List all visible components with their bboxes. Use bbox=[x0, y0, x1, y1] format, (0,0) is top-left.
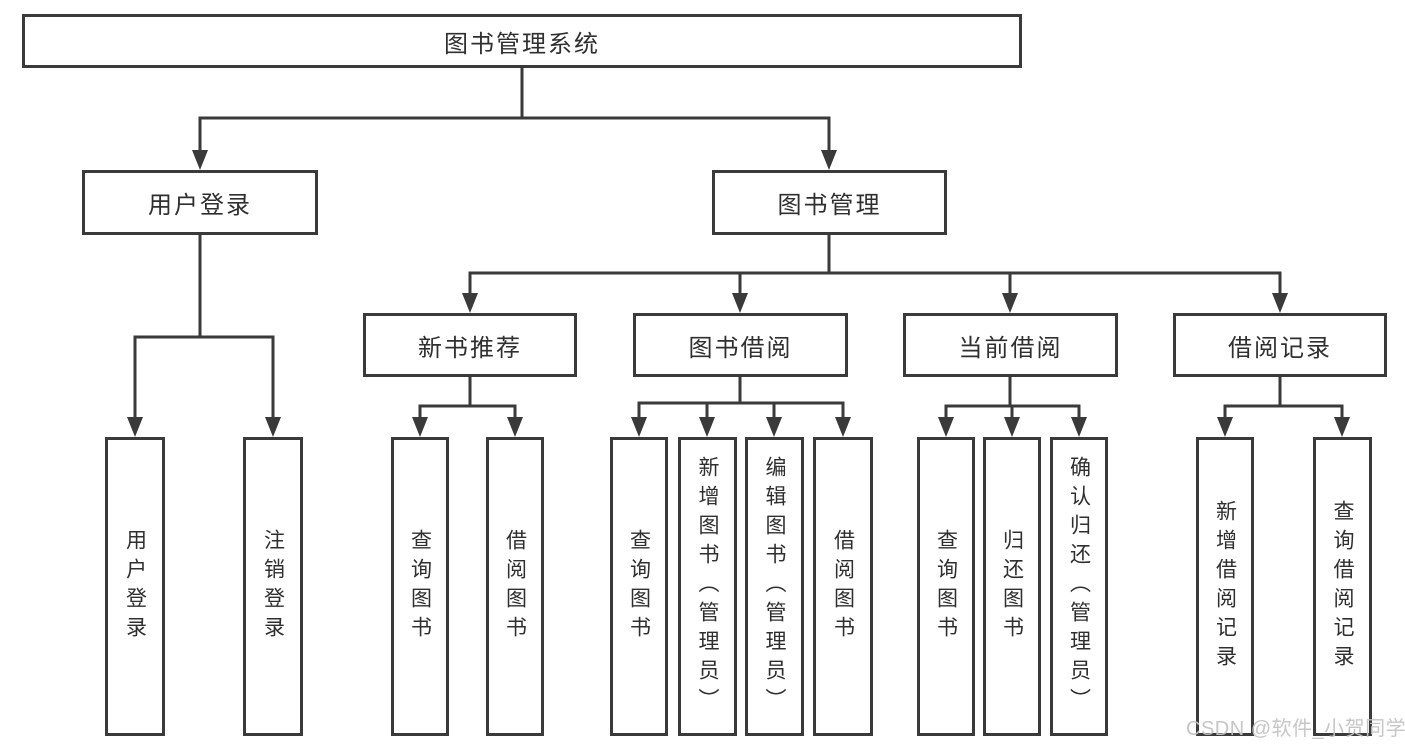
node-new-book-recommend: 新书推荐 bbox=[363, 313, 577, 377]
leaf-cb-query-books: 查询图书 bbox=[917, 437, 975, 736]
node-book-borrow: 图书借阅 bbox=[633, 313, 848, 377]
leaf-bb-borrow-books: 借阅图书 bbox=[813, 437, 873, 736]
node-label: 用户登录 bbox=[148, 192, 252, 219]
leaf-label: 查询借阅记录 bbox=[1331, 499, 1354, 674]
csdn-watermark: CSDN @软件_小贺同学 bbox=[1186, 718, 1405, 740]
node-label: 图书借阅 bbox=[688, 334, 793, 362]
leaf-label: 确认归还（管理员） bbox=[1067, 456, 1091, 717]
leaf-label: 用户登录 bbox=[123, 528, 147, 645]
node-library-system-root: 图书管理系统 bbox=[22, 14, 1022, 68]
node-current-borrow: 当前借阅 bbox=[903, 313, 1118, 377]
node-label: 图书管理系统 bbox=[444, 30, 600, 58]
leaf-bb-query-books: 查询图书 bbox=[610, 437, 668, 736]
leaf-label: 查询图书 bbox=[934, 528, 958, 645]
leaf-nb-query-books: 查询图书 bbox=[391, 437, 449, 736]
leaf-cb-confirm-return-admin: 确认归还（管理员） bbox=[1050, 437, 1108, 736]
node-label: 当前借阅 bbox=[958, 334, 1063, 362]
node-label: 借阅记录 bbox=[1228, 334, 1332, 362]
leaf-br-query-borrow-record: 查询借阅记录 bbox=[1313, 437, 1372, 736]
leaf-nb-borrow-books: 借阅图书 bbox=[486, 437, 544, 736]
leaf-label: 查询图书 bbox=[408, 528, 432, 645]
leaf-label: 注销登录 bbox=[261, 528, 285, 645]
leaf-label: 新增借阅记录 bbox=[1213, 499, 1237, 674]
leaf-cb-return-books: 归还图书 bbox=[983, 437, 1041, 736]
leaf-bb-edit-books-admin: 编辑图书（管理员） bbox=[745, 437, 804, 736]
node-label: 图书管理 bbox=[777, 192, 882, 219]
leaf-bb-add-books-admin: 新增图书（管理员） bbox=[678, 437, 737, 736]
node-borrow-records: 借阅记录 bbox=[1173, 313, 1387, 377]
leaf-br-add-borrow-record: 新增借阅记录 bbox=[1196, 437, 1254, 736]
leaf-label: 归还图书 bbox=[1000, 528, 1024, 645]
leaf-label: 查询图书 bbox=[627, 528, 651, 645]
leaf-label: 编辑图书（管理员） bbox=[763, 456, 786, 717]
node-book-management: 图书管理 bbox=[712, 170, 947, 235]
leaf-label: 借阅图书 bbox=[503, 528, 527, 645]
arrowhead-icons bbox=[127, 150, 1350, 437]
leaf-user-login: 用户登录 bbox=[105, 437, 165, 736]
node-label: 新书推荐 bbox=[418, 334, 522, 362]
leaf-label: 新增图书（管理员） bbox=[696, 456, 719, 717]
leaf-logout-login: 注销登录 bbox=[243, 437, 303, 736]
leaf-label: 借阅图书 bbox=[831, 528, 855, 645]
node-user-login: 用户登录 bbox=[82, 170, 318, 235]
